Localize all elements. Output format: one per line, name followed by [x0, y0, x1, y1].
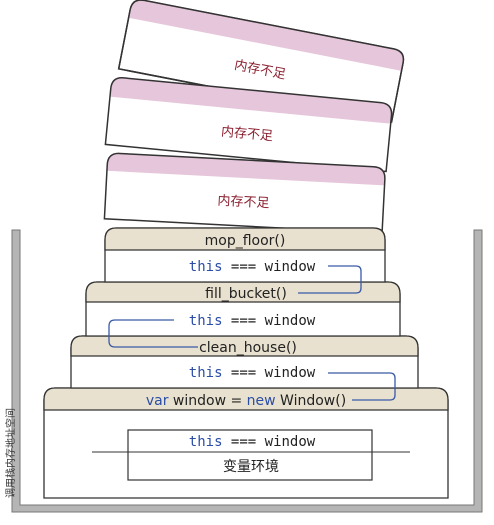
keyword-new: new — [247, 393, 276, 409]
stack-label: 调用栈内存地址空间 — [4, 408, 17, 498]
keyword-var: var — [146, 393, 169, 409]
overflow-card-label: 内存不足 — [220, 123, 273, 144]
this-binding: this === window — [189, 313, 316, 329]
this-connector-arrows — [108, 265, 396, 401]
frame-header: clean_house() — [199, 340, 297, 356]
stack-frame-fill-bucket: fill_bucket() this === window — [85, 281, 401, 337]
overflow-card: 内存不足 — [104, 77, 393, 173]
connector-clean-house — [328, 372, 396, 401]
variable-environment-box — [127, 429, 373, 481]
overflow-card: 内存不足 — [103, 152, 386, 235]
this-binding: this === window — [189, 365, 316, 381]
stack-frame-global: var window = new Window() this === windo… — [43, 387, 449, 499]
frame-header: mop_floor() — [205, 233, 286, 249]
frame-header: var window = new Window() — [146, 393, 346, 409]
connector-fill-bucket — [108, 319, 198, 348]
stack-frame-clean-house: clean_house() this === window — [70, 335, 419, 389]
this-binding: this === window — [189, 259, 316, 275]
frame-header: fill_bucket() — [205, 286, 287, 302]
this-binding: this === window — [189, 434, 316, 450]
overflow-card-label: 内存不足 — [217, 193, 270, 212]
variable-environment-label: 变量环境 — [223, 459, 279, 475]
stack-container — [11, 229, 483, 513]
stack-frame-mop-floor: mop_floor() this === window — [104, 227, 386, 283]
connector-mop-floor — [298, 265, 362, 294]
